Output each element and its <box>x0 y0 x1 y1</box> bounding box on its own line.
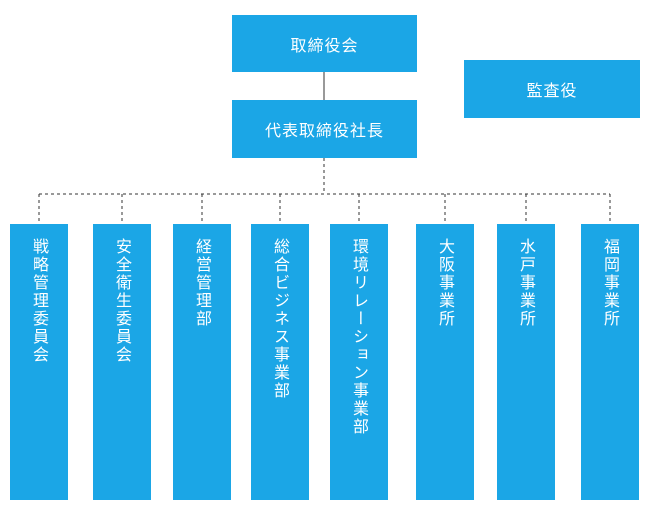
dept-strategy-committee: 戦略管理委員会 <box>10 224 68 500</box>
auditor-label: 監査役 <box>526 81 578 100</box>
president-box: 代表取締役社長 <box>232 100 417 158</box>
dept-osaka-office: 大阪事業所 <box>416 224 474 500</box>
dept-general-business: 総合ビジネス事業部 <box>251 224 309 500</box>
dept-label: 福岡事業所 <box>601 238 620 328</box>
auditor-box: 監査役 <box>464 60 640 118</box>
dept-label: 環境リレーション事業部 <box>350 238 369 436</box>
dept-environment-relations: 環境リレーション事業部 <box>330 224 388 500</box>
president-label: 代表取締役社長 <box>264 121 384 140</box>
dept-label: 経営管理部 <box>193 238 212 328</box>
dept-label: 総合ビジネス事業部 <box>271 238 290 400</box>
dept-label: 水戸事業所 <box>517 238 536 328</box>
board-box: 取締役会 <box>232 15 417 72</box>
dept-label: 安全衛生委員会 <box>113 238 132 364</box>
dept-management: 経営管理部 <box>173 224 231 500</box>
dept-mito-office: 水戸事業所 <box>497 224 555 500</box>
dept-fukuoka-office: 福岡事業所 <box>581 224 639 500</box>
board-label: 取締役会 <box>290 35 359 55</box>
dept-label: 戦略管理委員会 <box>30 238 49 364</box>
dept-label: 大阪事業所 <box>436 238 455 328</box>
dept-safety-committee: 安全衛生委員会 <box>93 224 151 500</box>
